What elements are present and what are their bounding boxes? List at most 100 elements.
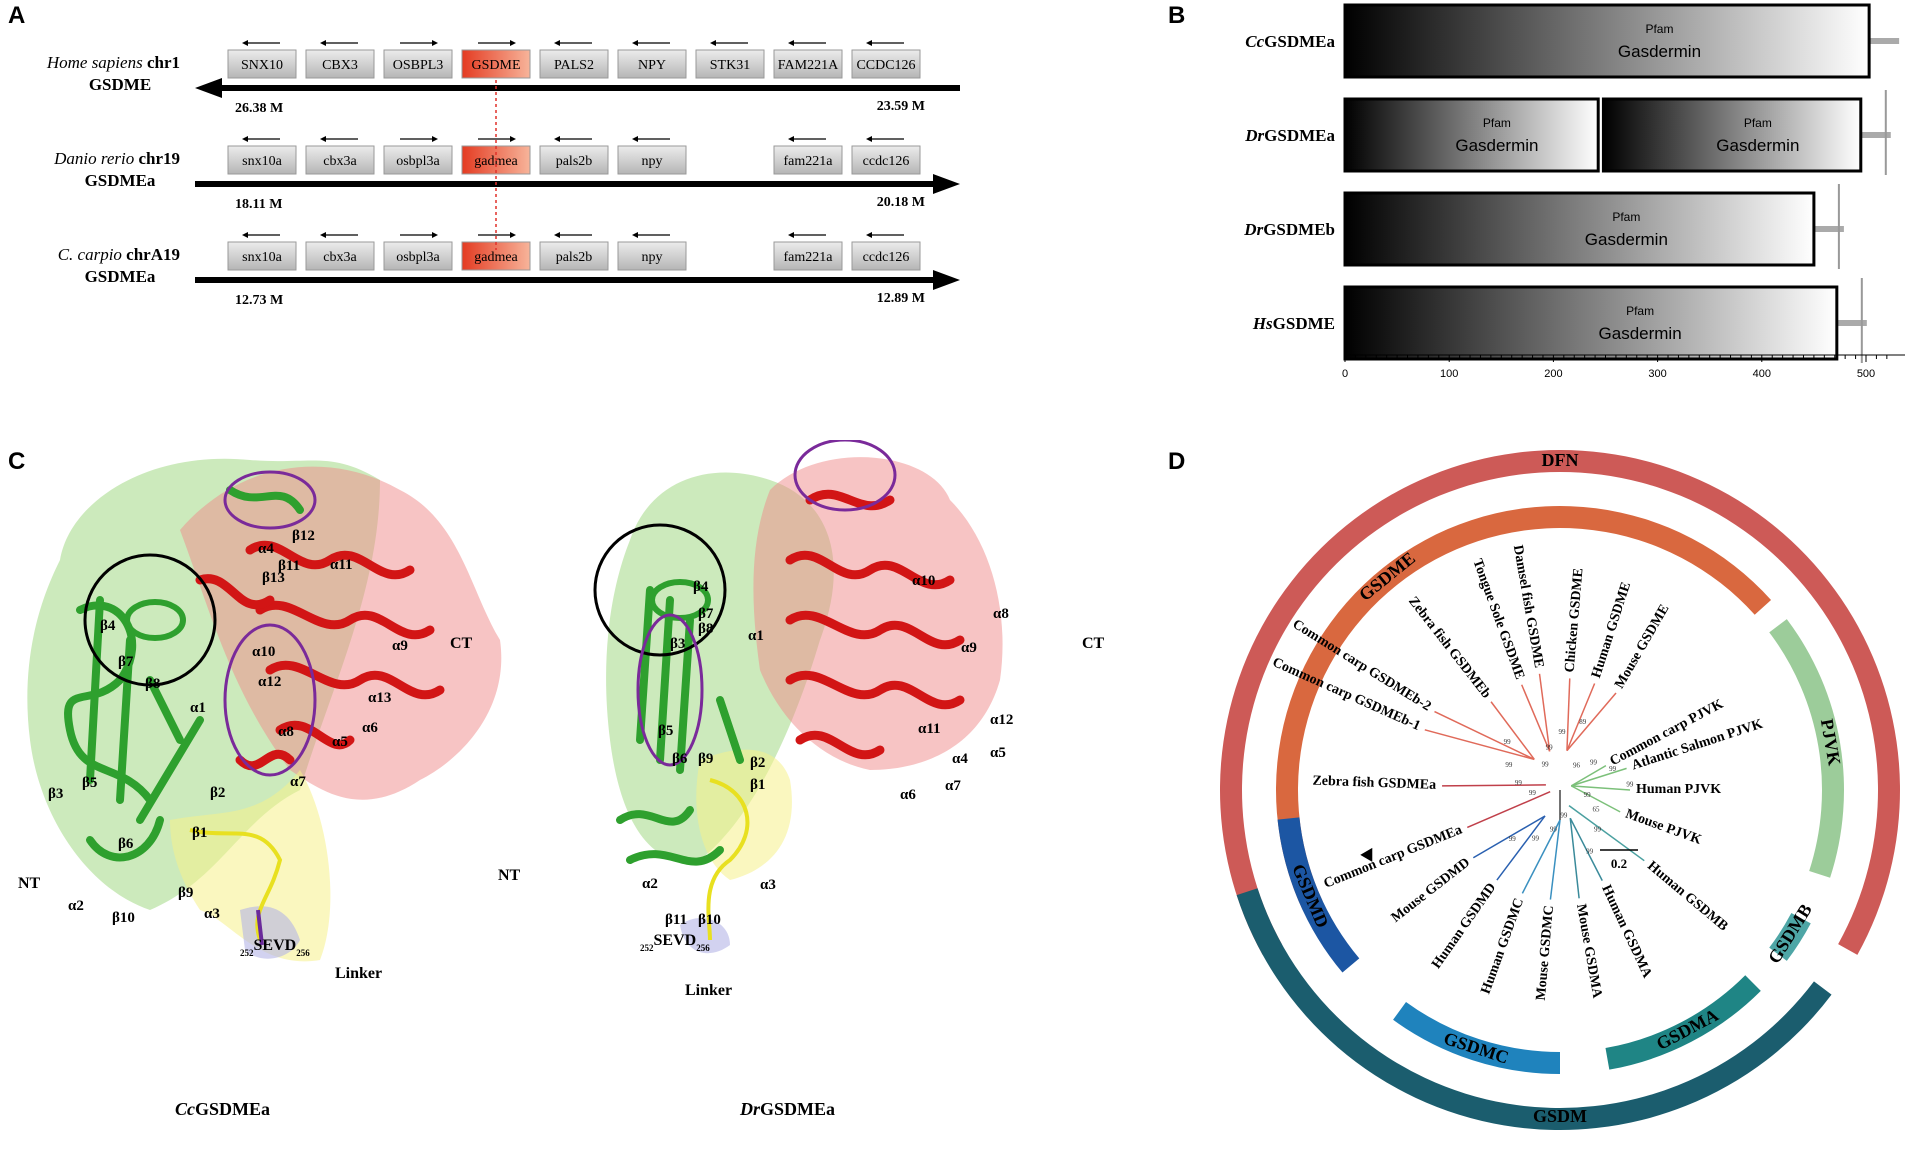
sse-label: β4: [693, 579, 709, 595]
surface-yellow: [170, 770, 331, 962]
bootstrap-value: 65: [1593, 806, 1601, 814]
sse-label: β2: [750, 755, 765, 771]
strand-arrowhead: [788, 232, 794, 238]
bootstrap-value: 99: [1546, 743, 1554, 751]
nt-label: NT: [18, 875, 41, 892]
gene-box: [851, 145, 921, 175]
gene-label: npy: [642, 250, 663, 265]
ribbon-yellow: [706, 778, 750, 941]
gene-box: [773, 241, 843, 271]
sse-label: β8: [145, 676, 160, 692]
gene-label: fam221a: [784, 250, 834, 265]
bootstrap-value: 99: [1560, 812, 1568, 820]
ribbon-purple: [256, 909, 264, 946]
tree-branch: [1570, 764, 1607, 787]
gene-box: [617, 145, 687, 175]
leaf-label: Human GSDMD: [1429, 881, 1499, 972]
tree-branch: [1442, 784, 1546, 787]
strand-arrowhead: [242, 40, 248, 46]
gene-box: [773, 49, 843, 79]
gene-label: FAM221A: [778, 58, 839, 73]
species-label: C. carpio chrA19: [58, 245, 180, 264]
strand-arrowhead: [710, 40, 716, 46]
tree-branch: [1538, 673, 1551, 752]
ribbon-red: [195, 540, 445, 771]
sse-label: α4: [258, 541, 274, 557]
panel-label-b: B: [1168, 2, 1186, 29]
strand-arrowhead: [320, 136, 326, 142]
sse-label: α10: [912, 573, 935, 589]
sse-label: α12: [990, 712, 1013, 728]
leaf-label: Mouse PJVK: [1623, 807, 1703, 848]
strand-arrowhead: [866, 40, 872, 46]
motif-label: 252SEVD256: [640, 932, 710, 953]
gene-box: [617, 241, 687, 271]
panel-label-d: D: [1168, 448, 1186, 475]
sse-label: β4: [100, 618, 116, 634]
gene-box: [539, 145, 609, 175]
domain-db: Pfam: [1645, 22, 1673, 36]
tree-branch: [1569, 817, 1603, 881]
sse-label: α10: [252, 644, 275, 660]
ribbon-red: [785, 489, 965, 760]
sse-label: α1: [190, 700, 206, 716]
ct-label: CT: [1082, 635, 1105, 652]
sse-label: β8: [698, 621, 713, 637]
tree-branch: [1570, 785, 1621, 813]
strand-arrowhead: [432, 40, 438, 46]
sse-label: α3: [760, 877, 776, 893]
gsdmc-label: GSDMC: [1441, 1028, 1511, 1068]
sse-label: α5: [990, 745, 1006, 761]
gsdma-arc: [1605, 975, 1761, 1070]
surface-purple: [240, 906, 300, 959]
leaf-label: Human PJVK: [1636, 782, 1721, 797]
leaf-label: Mouse GSDMD: [1389, 855, 1473, 925]
gene-label: ccdc126: [863, 154, 910, 169]
sse-label: α8: [993, 606, 1009, 622]
sse-label: α5: [332, 734, 348, 750]
leaf-label: Human GSDMA: [1598, 883, 1655, 981]
axis-tick-label: 500: [1857, 368, 1875, 380]
strand-arrowhead: [788, 136, 794, 142]
strand-arrowhead: [554, 136, 560, 142]
strand-arrowhead: [632, 40, 638, 46]
gene-label: OSBPL3: [393, 58, 444, 73]
gene-label: fam221a: [784, 154, 834, 169]
tree-branch: [1472, 815, 1546, 859]
bootstrap-value: 99: [1504, 738, 1512, 746]
bootstrap-value: 99: [1558, 728, 1566, 736]
sse-label: β3: [670, 636, 685, 652]
sse-label: β3: [48, 786, 63, 802]
bootstrap-value: 99: [1515, 779, 1523, 787]
strand-arrowhead: [554, 232, 560, 238]
strand-arrowhead: [510, 136, 516, 142]
tree-branch: [1569, 818, 1580, 899]
sse-label: α4: [952, 751, 968, 767]
gene-label: npy: [642, 154, 663, 169]
gene-box: [305, 49, 375, 79]
domain-db: Pfam: [1626, 304, 1654, 318]
gene-box: [227, 49, 297, 79]
strand-arrowhead: [510, 40, 516, 46]
gene-box: [383, 241, 453, 271]
tree-branch: [1549, 819, 1561, 900]
gsdmb-label: GSDMB: [1764, 900, 1816, 967]
sse-label: α9: [392, 638, 408, 654]
domain-name: Gasdermin: [1455, 136, 1538, 155]
gene-box: [851, 49, 921, 79]
domain-box: [1601, 97, 1863, 173]
gene-box: [305, 241, 375, 271]
gene-box: [383, 145, 453, 175]
gene-box: [695, 49, 765, 79]
sse-label: β12: [292, 528, 315, 544]
gene-name-label: GSDMEa: [85, 267, 156, 286]
strand-arrowhead: [866, 232, 872, 238]
motif-label: 252SEVD256: [240, 937, 310, 958]
gene-label: CBX3: [322, 58, 358, 73]
bootstrap-value: 99: [1584, 791, 1592, 799]
purple-circle-top: [223, 470, 317, 530]
axis-tick-label: 200: [1544, 368, 1562, 380]
axis-tick-label: 300: [1648, 368, 1666, 380]
